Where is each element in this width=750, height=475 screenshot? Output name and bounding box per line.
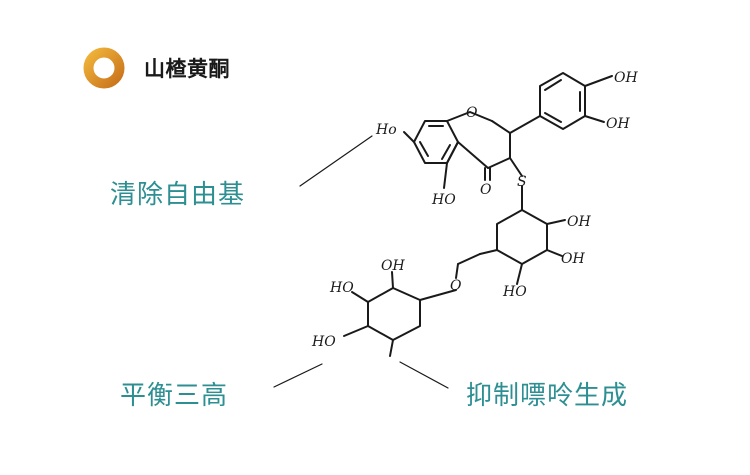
pointer-line-three-highs [273,363,323,388]
atom-oh-sugar1-right: OH [567,214,591,230]
sugar-ring-1 [496,209,548,265]
atom-ho-sugar1-bottom: HO [502,284,527,300]
label-free-radical: 清除自由基 [110,180,246,210]
ring-c [446,111,493,122]
sugar-ring-2 [367,287,421,341]
atom-s-link: S [517,174,527,190]
pointer-line-purine [399,361,449,389]
atom-ho-left: Ho [375,122,397,138]
page-title: 山楂黄酮 [144,57,230,81]
atom-oh-top: OH [614,70,638,86]
ring-icon [82,46,126,90]
atom-o-carbonyl: O [480,182,492,198]
atom-ho-sugar2-left: HO [329,280,354,296]
atom-ho-sugar2-bottom: HO [311,334,336,350]
atom-oh-sugar2-top: OH [381,258,405,274]
ring-b [539,72,586,130]
atom-o-glyco: O [450,278,462,294]
atom-o-ring: O [466,105,478,121]
label-three-highs: 平衡三高 [120,381,229,411]
pointer-line-free-radical [299,135,373,187]
header: 山楂黄酮 [82,46,230,90]
label-purine: 抑制嘌呤生成 [466,381,629,411]
atom-oh-sugar1-right2: OH [561,251,585,267]
atom-oh-mid: OH [606,116,630,132]
atom-ho-bottom: HO [431,192,456,208]
